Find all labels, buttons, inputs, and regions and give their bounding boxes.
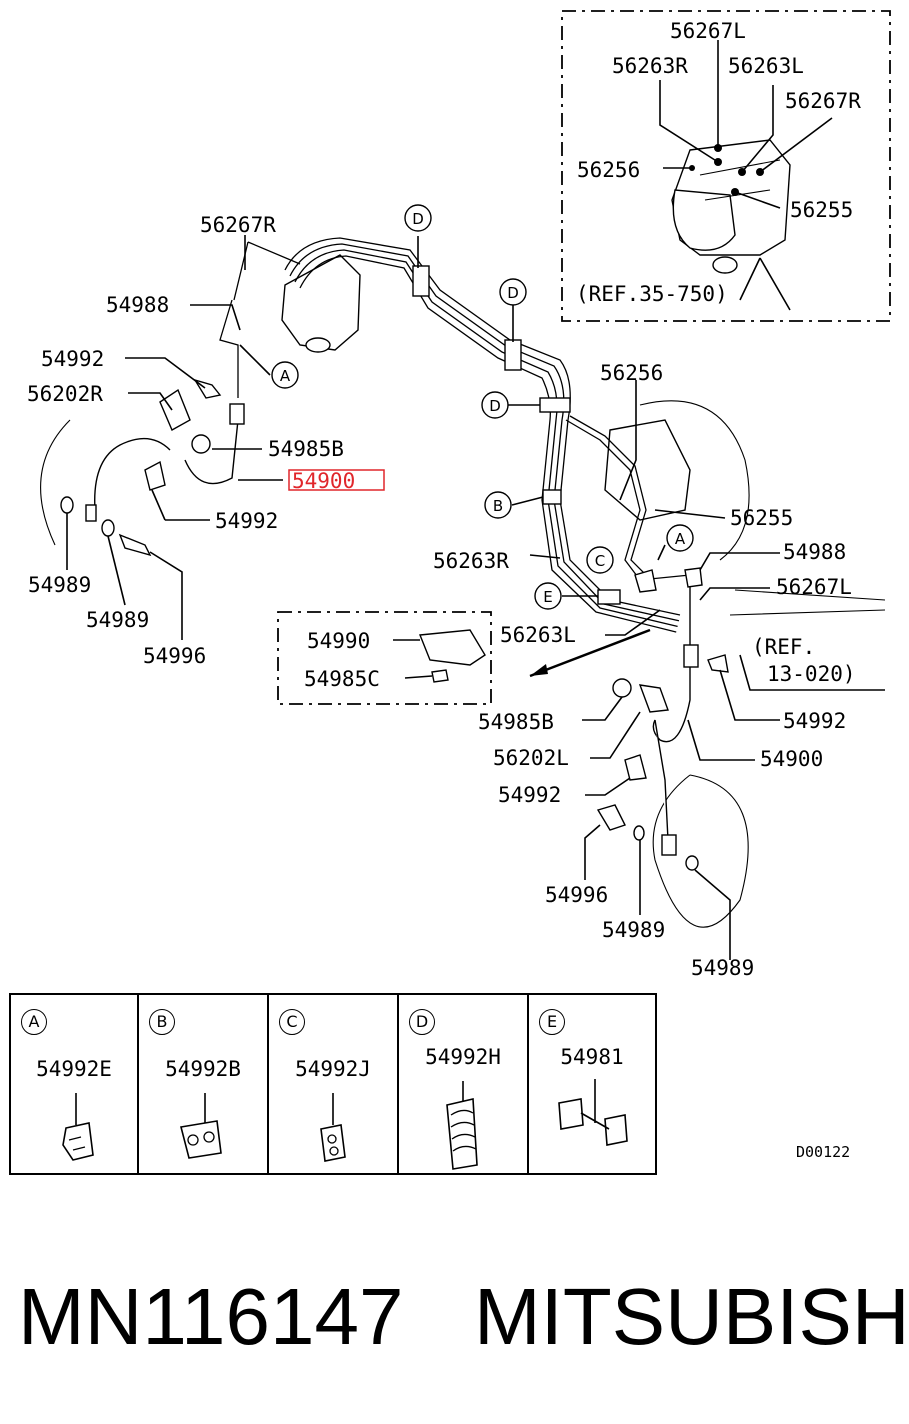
legend-cell-E: E 54981	[527, 993, 657, 1175]
legend-letter-E: E	[539, 1009, 565, 1035]
callout-D-1: D	[412, 210, 424, 228]
label-54900-right: 54900	[760, 747, 823, 771]
leader-lines	[66, 235, 885, 960]
label-ref-line-2: 13-020)	[767, 662, 856, 686]
label-54996-right: 54996	[545, 883, 608, 907]
callout-A-2: A	[675, 530, 686, 548]
brake-booster	[604, 400, 886, 616]
footer: MN116147 MITSUBISHI	[0, 1272, 909, 1362]
callout-E-1: E	[543, 588, 552, 606]
callout-circles: D D D A A B C E	[271, 204, 694, 610]
clip-E-icon	[558, 1079, 628, 1146]
brake-line-diagram: 56267L 56263R 56263L 56267R 56256 56255 …	[27, 10, 891, 980]
inset-abs-detail: 56267L 56263R 56263L 56267R 56256 56255 …	[561, 10, 891, 322]
brand-name: MITSUBISHI	[474, 1272, 909, 1361]
callout-C-1: C	[595, 552, 605, 570]
inset-label-ref: (REF.35-750)	[576, 282, 728, 306]
callout-D-2: D	[507, 284, 519, 302]
label-54992-d: 54992	[498, 783, 561, 807]
label-54900-highlighted: 54900	[292, 469, 355, 493]
label-54992-c: 54992	[783, 709, 846, 733]
label-54996-left: 54996	[143, 644, 206, 668]
clip-C-icon	[320, 1093, 346, 1162]
legend-part-C: 54992J	[295, 1057, 371, 1081]
legend-cell-D: D 54992H	[397, 993, 529, 1175]
label-54985B-left: 54985B	[268, 437, 344, 461]
left-hose-assembly	[40, 378, 245, 557]
legend-letter-C: C	[279, 1009, 305, 1035]
clip-legend-table: A 54992E B 54992B C 54992J D 54992H	[9, 993, 657, 1177]
inset-label-56263R: 56263R	[612, 54, 688, 78]
legend-letter-D: D	[409, 1009, 435, 1035]
legend-cell-C: C 54992J	[267, 993, 399, 1175]
pipe-clips	[412, 265, 621, 605]
legend-letter-B: B	[149, 1009, 175, 1035]
inset-label-56256: 56256	[577, 158, 640, 182]
label-56202R: 56202R	[27, 382, 103, 406]
callout-A-1: A	[280, 367, 291, 385]
inset-label-56263L: 56263L	[728, 54, 804, 78]
label-54989-c: 54989	[602, 918, 665, 942]
clip-A-icon	[62, 1093, 94, 1161]
inset-label-56255: 56255	[790, 198, 853, 222]
pipe-clamp-detail-box	[277, 611, 651, 705]
callout-D-3: D	[489, 397, 501, 415]
label-54990: 54990	[307, 629, 370, 653]
label-56255: 56255	[730, 506, 793, 530]
label-54989-b: 54989	[86, 608, 149, 632]
label-56263R: 56263R	[433, 549, 509, 573]
legend-part-D: 54992H	[425, 1045, 501, 1069]
label-56256: 56256	[600, 361, 663, 385]
legend-cell-B: B 54992B	[137, 993, 269, 1175]
master-cylinder-unit	[281, 254, 361, 353]
highlight-box-54900	[288, 469, 385, 491]
label-54988-right: 54988	[783, 540, 846, 564]
label-54988-top: 54988	[106, 293, 169, 317]
legend-letter-A: A	[21, 1009, 47, 1035]
part-labels: 56267R 54988 54992 56202R 54985B 54900 5…	[27, 213, 856, 980]
part-number: MN116147	[18, 1272, 404, 1361]
label-56263L: 56263L	[500, 623, 576, 647]
label-54992-b: 54992	[215, 509, 278, 533]
label-56267L: 56267L	[776, 575, 852, 599]
legend-cell-A: A 54992E	[9, 993, 139, 1175]
legend-part-B: 54992B	[165, 1057, 241, 1081]
right-hose-assembly	[596, 567, 749, 928]
label-ref-line-1: (REF.	[752, 635, 815, 659]
label-56202L: 56202L	[493, 746, 569, 770]
diagram-code: D00122	[796, 1143, 851, 1161]
clip-B-icon	[180, 1093, 222, 1159]
label-56267R: 56267R	[200, 213, 276, 237]
callout-B-1: B	[493, 497, 503, 515]
legend-part-A: 54992E	[36, 1057, 112, 1081]
inset-label-56267L: 56267L	[670, 19, 746, 43]
label-54992-a: 54992	[41, 347, 104, 371]
inset-label-56267R: 56267R	[785, 89, 861, 113]
label-54989-d: 54989	[691, 956, 754, 980]
legend-part-E: 54981	[560, 1045, 624, 1069]
label-54985C: 54985C	[304, 667, 380, 691]
clip-D-icon	[446, 1081, 478, 1170]
label-54989-a: 54989	[28, 573, 91, 597]
label-54985B-right: 54985B	[478, 710, 554, 734]
